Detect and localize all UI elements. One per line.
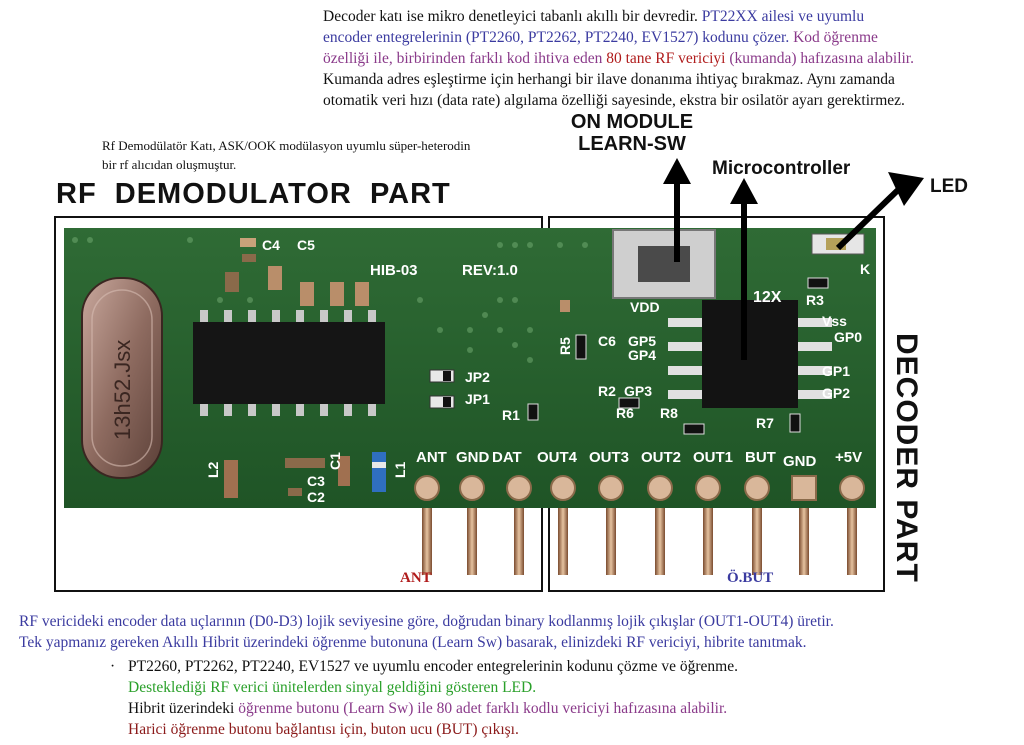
model-label: HIB-03 (370, 262, 418, 279)
c3-label: C3 (307, 473, 325, 489)
l1-label: L1 (392, 461, 408, 478)
pin-label-out1: OUT1 (693, 449, 733, 466)
rf-note: Rf Demodülatör Katı, ASK/OOK modülasyon … (102, 138, 471, 172)
pin-label-out4: OUT4 (537, 449, 578, 466)
pin-label-dat: DAT (492, 449, 522, 466)
rf-ic (193, 322, 385, 404)
rev-label: REV:1.0 (462, 262, 518, 279)
top-line-1: Decoder katı ise mikro denetleyici taban… (323, 8, 865, 25)
crystal (81, 277, 163, 479)
crystal-label: 13h52.Jsx (110, 340, 135, 440)
c1-label: C1 (327, 452, 343, 470)
r6-label: R6 (616, 405, 634, 421)
top-line-5: otomatik veri hızı (data rate) algılama … (323, 92, 905, 109)
r2-label: R2 (598, 383, 616, 399)
microcontroller-label: Microcontroller (712, 158, 851, 179)
jp1-label: JP1 (465, 391, 490, 407)
chip-label: 12X (753, 289, 782, 306)
gp0-label: GP0 (834, 329, 862, 345)
r1-label: R1 (502, 407, 520, 423)
pin-label-but: BUT (745, 449, 776, 466)
bullet: · (110, 658, 116, 675)
pin-label-gnd: GND (456, 449, 490, 466)
pin-label-gnd-2: GND (783, 453, 817, 470)
l2-label: L2 (205, 461, 221, 478)
ant-label: ANT (400, 570, 432, 586)
top-line-4: Kumanda adres eşleştirme için herhangi b… (323, 71, 895, 88)
on-module-label: ON MODULE LEARN-SW (570, 111, 694, 155)
r8-label: R8 (660, 405, 678, 421)
k-label: K (860, 261, 870, 277)
feature-1: ·PT2260, PT2262, PT2240, EV1527 ve uyuml… (110, 658, 738, 675)
header-pins (422, 495, 857, 575)
pin-label-5v: +5V (835, 449, 862, 466)
gp5-label: GP5 (628, 333, 656, 349)
rf-demodulator-part-label: RF DEMODULATOR PART (56, 178, 451, 210)
bottom-line-1: RF vericideki encoder data uçlarının (D0… (19, 613, 834, 630)
arrows (663, 158, 924, 360)
top-line-2: encoder entegrelerinin (PT2260, PT2262, … (323, 29, 878, 46)
gp2-label: GP2 (822, 385, 850, 401)
c6-label: C6 (598, 333, 616, 349)
pin-label-ant: ANT (416, 449, 447, 466)
gp3-label: GP3 (624, 383, 652, 399)
feature-2: Desteklediği RF verici ünitelerden sinya… (128, 679, 537, 696)
r5-label: R5 (557, 337, 573, 355)
decoder-part-label: DECODER PART (890, 333, 923, 583)
c5-label: C5 (297, 237, 315, 253)
gp4-label: GP4 (628, 347, 656, 363)
feature-list: ·PT2260, PT2262, PT2240, EV1527 ve uyuml… (110, 656, 1010, 740)
feature-3: Hibrit üzerindeki öğrenme butonu (Learn … (128, 700, 728, 717)
gp1-label: GP1 (822, 363, 850, 379)
obut-label: Ö.BUT (727, 570, 774, 586)
r3-label: R3 (806, 292, 824, 308)
pin-label-out2: OUT2 (641, 449, 681, 466)
led-label: LED (930, 176, 968, 197)
c4-label: C4 (262, 237, 280, 253)
top-line-3: özelliği ile, birbirinden farklı kod iht… (323, 50, 914, 67)
vss-label: Vss (822, 313, 847, 329)
microcontroller-chip (702, 300, 798, 408)
vdd-label: VDD (630, 299, 660, 315)
pin-label-out3: OUT3 (589, 449, 629, 466)
top-paragraph: Decoder katı ise mikro denetleyici taban… (323, 6, 1023, 111)
r7-label: R7 (756, 415, 774, 431)
jp2-label: JP2 (465, 369, 490, 385)
c2-label: C2 (307, 489, 325, 505)
bottom-line-2: Tek yapmanız gereken Akıllı Hibrit üzeri… (19, 634, 807, 651)
feature-4: Harici öğrenme butonu bağlantısı için, b… (128, 721, 519, 738)
